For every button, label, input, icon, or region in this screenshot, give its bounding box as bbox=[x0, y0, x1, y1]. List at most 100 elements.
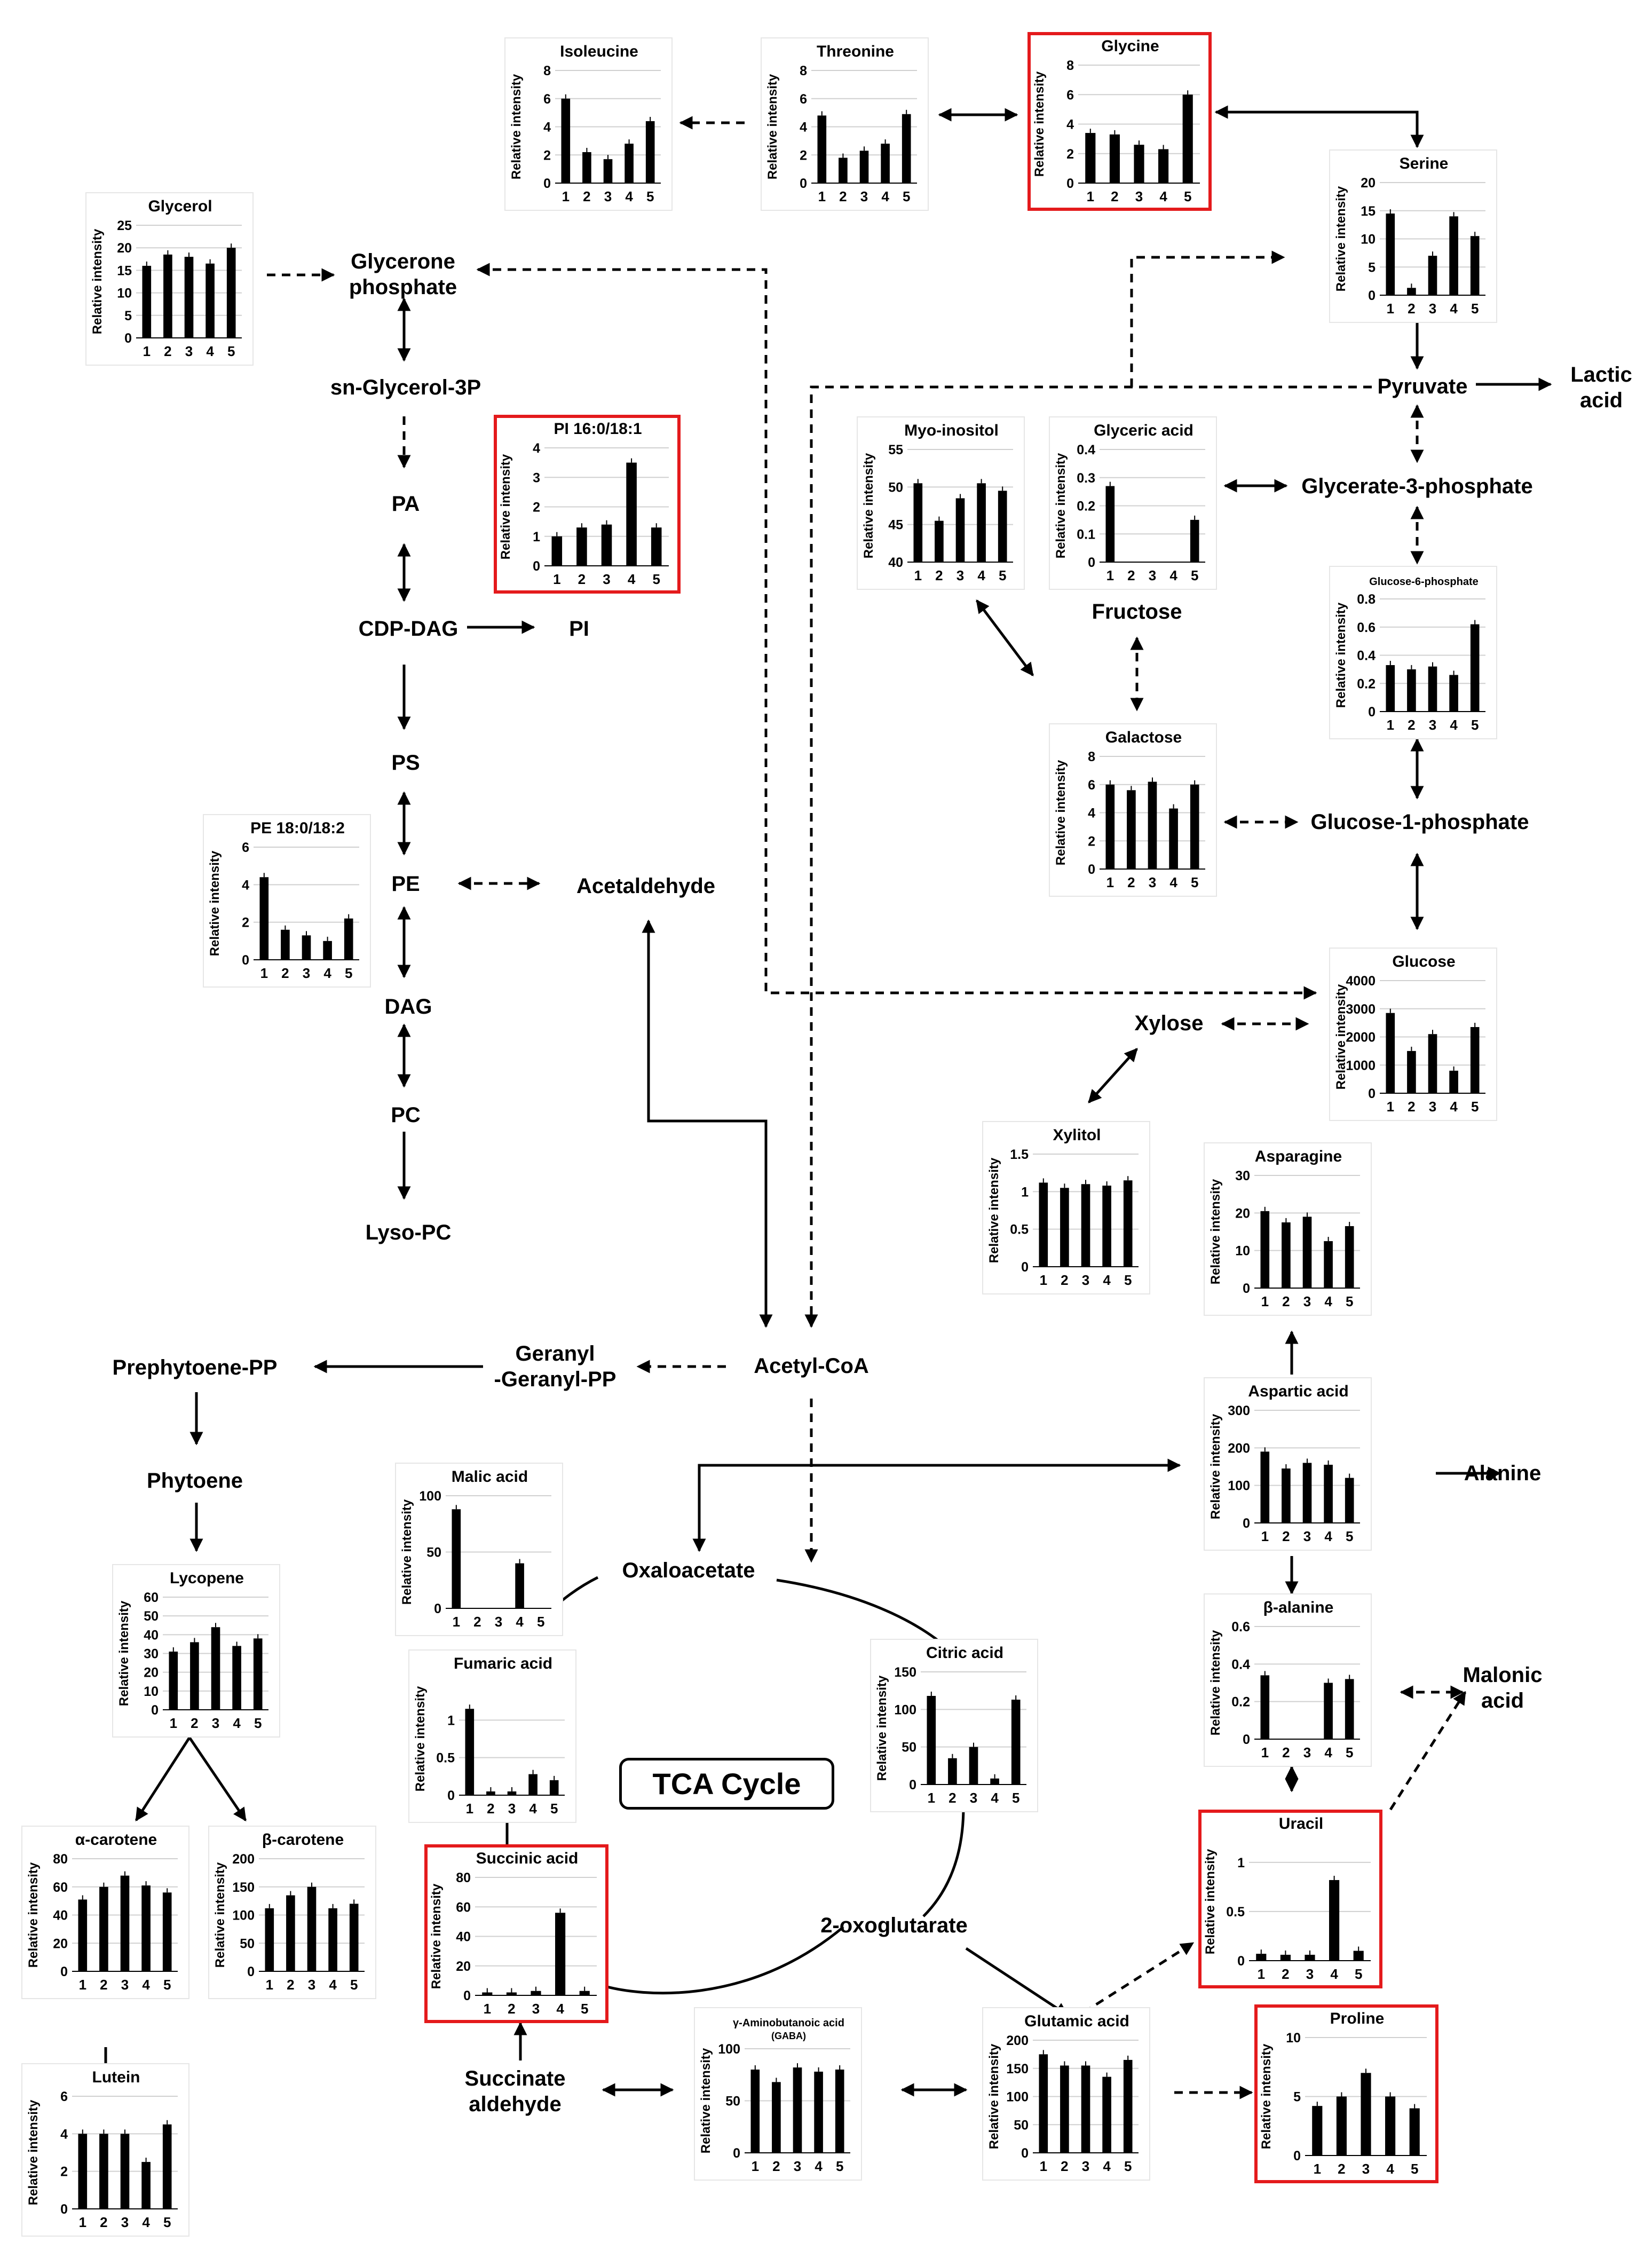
y-tick-label: 150 bbox=[1006, 2062, 1029, 2076]
bar bbox=[1081, 2065, 1090, 2153]
chart-title: β-alanine bbox=[1263, 1599, 1334, 1616]
y-tick-label: 0.4 bbox=[1077, 443, 1095, 457]
chart-title: Glucose-6-phosphate bbox=[1369, 576, 1478, 588]
chart-frame bbox=[395, 1463, 563, 1636]
chart-title: Myo-inositol bbox=[904, 422, 999, 439]
y-tick-label: 4 bbox=[1088, 806, 1095, 821]
bar bbox=[323, 941, 332, 960]
chart-title: γ-Aminobutanoic acid bbox=[733, 2017, 844, 2029]
x-tick-label: 3 bbox=[508, 1801, 516, 1817]
y-tick-label: 200 bbox=[1006, 2033, 1029, 2048]
x-tick-label: 3 bbox=[1303, 1528, 1311, 1544]
chart-title: Succinic acid bbox=[476, 1850, 579, 1867]
label-pi: PI bbox=[569, 617, 589, 641]
x-tick-label: 4 bbox=[1324, 1293, 1332, 1309]
y-tick-label: 80 bbox=[53, 1852, 68, 1867]
chart-title: Malic acid bbox=[452, 1468, 528, 1486]
x-tick-label: 2 bbox=[508, 2001, 515, 2017]
y-tick-label: 80 bbox=[456, 1870, 471, 1885]
x-tick-label: 4 bbox=[977, 567, 985, 583]
x-tick-label: 2 bbox=[473, 1614, 481, 1630]
x-tick-label: 4 bbox=[1169, 874, 1177, 890]
y-axis-label: Relative intensity bbox=[1334, 984, 1348, 1089]
bar bbox=[1105, 784, 1115, 869]
x-tick-label: 2 bbox=[578, 571, 586, 587]
bar bbox=[1182, 94, 1193, 183]
y-tick-label: 0 bbox=[60, 2202, 68, 2217]
x-tick-label: 3 bbox=[185, 343, 193, 359]
bar bbox=[486, 1791, 495, 1795]
bar bbox=[1428, 1034, 1437, 1093]
chart-subtitle: (GABA) bbox=[771, 2031, 806, 2041]
x-tick-label: 2 bbox=[772, 2158, 780, 2174]
bar bbox=[344, 918, 353, 960]
bar bbox=[1109, 134, 1120, 183]
y-tick-label: 10 bbox=[144, 1684, 159, 1699]
x-tick-label: 4 bbox=[625, 188, 633, 204]
bar bbox=[1060, 2065, 1069, 2153]
y-tick-label: 15 bbox=[1361, 204, 1376, 219]
bar bbox=[1102, 2076, 1111, 2153]
bar bbox=[1449, 216, 1458, 295]
y-tick-label: 20 bbox=[1235, 1206, 1250, 1221]
y-tick-label: 4000 bbox=[1346, 974, 1376, 989]
bar bbox=[286, 1895, 295, 1971]
x-tick-label: 5 bbox=[350, 1977, 358, 1993]
y-tick-label: 50 bbox=[902, 1740, 916, 1755]
y-tick-label: 2 bbox=[60, 2165, 68, 2180]
y-tick-label: 0 bbox=[463, 1988, 471, 2003]
x-tick-label: 5 bbox=[537, 1614, 544, 1630]
bar bbox=[645, 121, 655, 183]
bar bbox=[549, 1780, 559, 1795]
bar bbox=[1190, 519, 1199, 562]
chart-title: Asparagine bbox=[1255, 1148, 1342, 1165]
x-tick-label: 3 bbox=[604, 188, 612, 204]
x-tick-label: 4 bbox=[329, 1977, 337, 1993]
y-tick-label: 1 bbox=[447, 1713, 455, 1728]
y-tick-label: 0 bbox=[533, 559, 540, 574]
x-tick-label: 4 bbox=[628, 571, 636, 587]
bar bbox=[1282, 1222, 1291, 1288]
bar bbox=[1282, 1468, 1291, 1523]
chart-title: Glyceric acid bbox=[1094, 422, 1193, 439]
label-lyso-pc: Lyso-PC bbox=[365, 1221, 452, 1244]
x-tick-label: 1 bbox=[1261, 1293, 1269, 1309]
chart-title: α-carotene bbox=[75, 1831, 157, 1849]
x-tick-label: 3 bbox=[1149, 874, 1156, 890]
x-tick-label: 4 bbox=[1450, 1099, 1458, 1115]
x-tick-label: 2 bbox=[1282, 1966, 1289, 1982]
x-tick-label: 3 bbox=[121, 1977, 129, 1993]
x-tick-label: 3 bbox=[212, 1715, 219, 1731]
bar bbox=[506, 1992, 517, 1995]
bar bbox=[1324, 1241, 1333, 1288]
x-tick-label: 2 bbox=[1282, 1293, 1290, 1309]
bar bbox=[1386, 665, 1395, 712]
x-tick-label: 1 bbox=[1261, 1744, 1269, 1760]
bar bbox=[1345, 1679, 1354, 1739]
x-tick-label: 3 bbox=[1135, 188, 1143, 204]
bar bbox=[561, 98, 571, 183]
label-pyruvate: Pyruvate bbox=[1377, 375, 1468, 398]
y-axis-label: Relative intensity bbox=[1334, 186, 1348, 291]
label-malonic-acid: Malonic acid bbox=[1463, 1663, 1543, 1712]
bar bbox=[1449, 675, 1458, 712]
y-tick-label: 3000 bbox=[1346, 1002, 1376, 1017]
y-tick-label: 150 bbox=[232, 1880, 255, 1895]
y-axis-label: Relative intensity bbox=[765, 74, 780, 179]
y-tick-label: 100 bbox=[419, 1489, 441, 1504]
x-tick-label: 4 bbox=[556, 2001, 564, 2017]
bar bbox=[1127, 790, 1136, 869]
y-tick-label: 0 bbox=[543, 176, 551, 191]
